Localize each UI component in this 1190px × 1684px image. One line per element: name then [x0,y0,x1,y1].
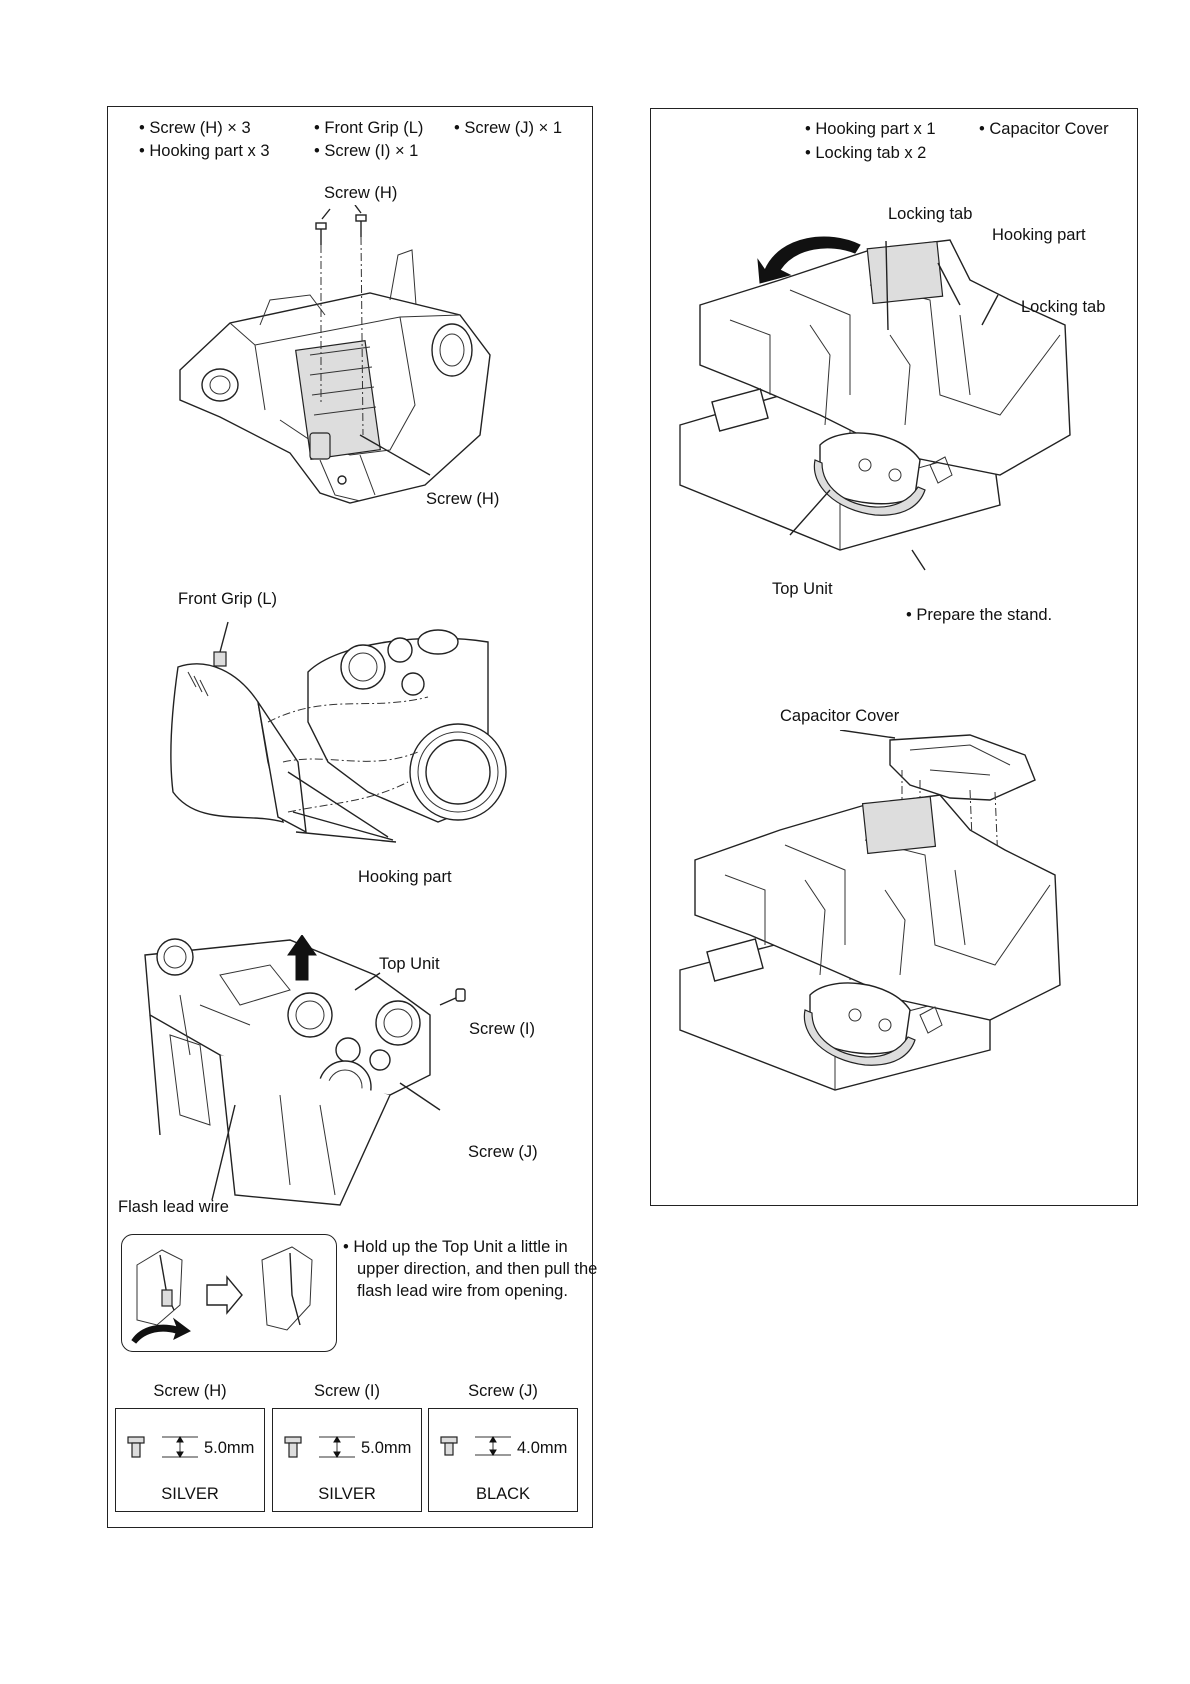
label-screw-h-top: Screw (H) [324,184,398,202]
part-list-item: Screw (J) × 1 [454,118,562,138]
spec-title-screw-j: Screw (J) [468,1382,538,1400]
illustration-top-unit-removal [140,935,500,1215]
flash-wire-detail-box [121,1234,337,1352]
illustration-front-grip-removal [168,612,528,872]
label-locking-tab-1: Locking tab [888,205,973,223]
flash-wire-instruction: Hold up the Top Unit a little in upper d… [343,1236,601,1302]
label-top-unit: Top Unit [772,580,833,598]
label-screw-i: Screw (I) [469,1020,535,1038]
label-screw-h-bottom: Screw (H) [426,490,500,508]
part-list-item: Front Grip (L) [314,118,423,138]
part-list-item: Screw (I) × 1 [314,141,418,161]
spec-length-screw-h: 5.0mm [204,1439,255,1457]
illustration-camera-bottom-screws [160,205,520,515]
spec-title-screw-i: Screw (I) [314,1382,380,1400]
part-list-item: Hooking part x 3 [139,141,269,161]
spec-box-screw-j: 4.0mm BLACK [428,1408,578,1512]
spec-color-screw-h: SILVER [161,1485,219,1503]
label-hooking-part: Hooking part [358,868,452,886]
label-front-grip: Front Grip (L) [178,590,278,608]
spec-box-screw-i: 5.0mm SILVER [272,1408,422,1512]
spec-box-screw-h: 5.0mm SILVER [115,1408,265,1512]
label-hooking-part: Hooking part [992,226,1086,244]
illustration-top-unit-on-stand [670,225,1125,605]
spec-length-screw-j: 4.0mm [517,1439,568,1457]
part-list-item: Locking tab x 2 [805,143,926,163]
illustration-capacitor-cover-removal [670,730,1125,1120]
label-flash-lead-wire: Flash lead wire [118,1198,229,1216]
label-top-unit: Top Unit [379,955,440,973]
spec-color-screw-j: BLACK [475,1485,531,1503]
label-prepare-stand: Prepare the stand. [906,606,1052,625]
part-list-item: Capacitor Cover [979,119,1108,139]
part-list-item: Hooking part x 1 [805,119,935,139]
part-list-item: Screw (H) × 3 [139,118,250,138]
label-capacitor-cover: Capacitor Cover [780,707,900,725]
spec-color-screw-i: SILVER [318,1485,376,1503]
spec-title-screw-h: Screw (H) [153,1382,227,1400]
label-screw-j: Screw (J) [468,1143,538,1161]
label-locking-tab-2: Locking tab [1021,298,1106,316]
spec-length-screw-i: 5.0mm [361,1439,412,1457]
